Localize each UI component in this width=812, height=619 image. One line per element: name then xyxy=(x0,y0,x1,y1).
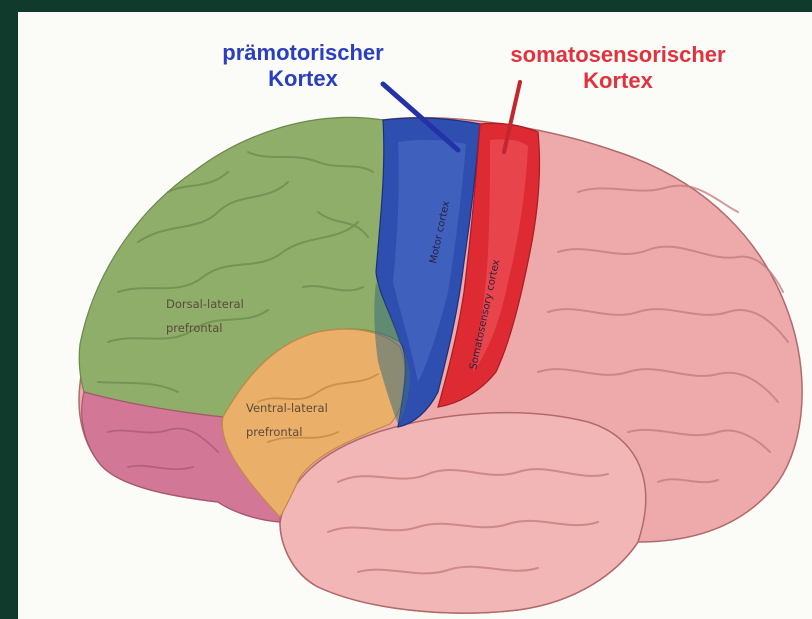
label-ventral-lateral-line2: prefrontal xyxy=(246,425,302,439)
label-dorsal-lateral-line2: prefrontal xyxy=(166,321,222,335)
label-dorsal-lateral-line1: Dorsal-lateral xyxy=(166,297,244,311)
somatosensory-title-line1: somatosensorischer xyxy=(468,42,768,68)
premotor-cortex-title: prämotorischer Kortex xyxy=(188,40,418,92)
premotor-title-line2: Kortex xyxy=(188,66,418,92)
brain-diagram: Dorsal-lateral prefrontal Ventral-latera… xyxy=(18,12,812,619)
somatosensory-title-line2: Kortex xyxy=(468,68,768,94)
premotor-title-line1: prämotorischer xyxy=(188,40,418,66)
diagram-panel: Dorsal-lateral prefrontal Ventral-latera… xyxy=(18,12,812,619)
label-ventral-lateral-line1: Ventral-lateral xyxy=(246,401,328,415)
somatosensory-cortex-title: somatosensorischer Kortex xyxy=(468,42,768,94)
